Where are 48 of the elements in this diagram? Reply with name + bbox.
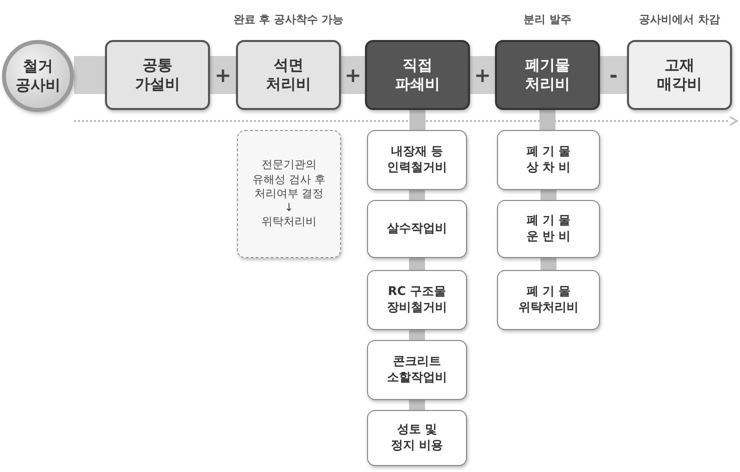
node-label: 폐기물 처리비 xyxy=(524,56,571,94)
node-label: 공통 가설비 xyxy=(134,56,181,94)
connector-band xyxy=(341,56,365,94)
node-label: 폐 기 물 위탁처리비 xyxy=(518,284,580,316)
connector-band xyxy=(470,56,495,94)
cost-box xyxy=(236,40,341,110)
connector-band xyxy=(210,56,236,94)
connector-band xyxy=(409,258,425,270)
connector-band xyxy=(410,110,426,130)
node-label: 직접 파쇄비 xyxy=(394,56,441,94)
node-label: 살수작업비 xyxy=(386,221,448,237)
item-box xyxy=(367,200,467,258)
connector-band xyxy=(409,330,425,340)
node-label: 폐 기 물 운 반 비 xyxy=(525,213,572,245)
node-label: ↓ xyxy=(283,201,295,216)
node-label: RC 구조물 장비철거비 xyxy=(386,284,448,316)
connector-band xyxy=(540,258,556,270)
item-box xyxy=(497,130,600,190)
connector-band xyxy=(540,190,556,200)
cost-box xyxy=(495,40,600,110)
node-label: 위탁처리비 xyxy=(260,215,318,230)
item-box xyxy=(497,270,600,330)
item-box xyxy=(367,130,467,190)
cost-box xyxy=(365,40,470,110)
node-label: 폐 기 물 상 차 비 xyxy=(525,144,572,176)
node-label: 내장재 등 인력철거비 xyxy=(386,144,448,176)
cost-box xyxy=(105,40,210,110)
cost-box xyxy=(627,40,732,110)
connector-band xyxy=(600,56,627,94)
note-text: 완료 후 공사착수 가능 xyxy=(233,12,344,27)
node-label: 철거 공사비 xyxy=(14,56,62,96)
item-box xyxy=(367,340,467,400)
note-box xyxy=(237,130,341,258)
item-box xyxy=(497,200,600,258)
connector-band xyxy=(540,110,556,130)
connector-band xyxy=(74,56,105,94)
connector-band xyxy=(409,400,425,410)
note-text: 분리 발주 xyxy=(524,12,572,27)
item-box xyxy=(367,270,467,330)
node-label: 콘크리트 소할작업비 xyxy=(386,354,448,386)
note-text: 공사비에서 차감 xyxy=(639,12,720,27)
node-label: 고재 매각비 xyxy=(656,56,703,94)
node-label: 전문기관의 유해성 검사 후 처리여부 결정 xyxy=(252,158,326,202)
connector-band xyxy=(409,190,425,200)
circle-node xyxy=(2,40,74,112)
node-label: 성토 및 정지 비용 xyxy=(390,422,444,454)
node-label: 석면 처리비 xyxy=(265,56,312,94)
item-box xyxy=(367,410,467,466)
